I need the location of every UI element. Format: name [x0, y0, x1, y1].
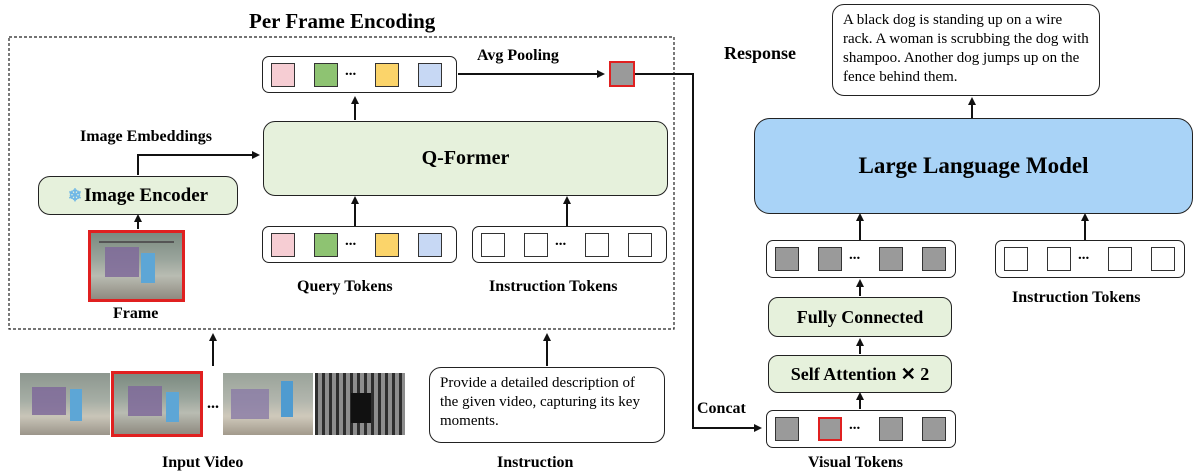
token-blue: [418, 233, 442, 257]
arrow-concat: [635, 73, 762, 432]
video-frame-1: [20, 373, 110, 435]
token-highlighted: [818, 417, 842, 441]
video-frame-2-selected: [111, 371, 203, 437]
avg-pooling-label: Avg Pooling: [477, 47, 559, 64]
response-label: Response: [724, 43, 797, 63]
image-encoder-label: Image Encoder: [84, 184, 209, 206]
token-gray: [775, 247, 799, 271]
token-empty: [1004, 247, 1028, 271]
frame-label: Frame: [113, 305, 159, 322]
large-language-model-module: Large Language Model: [754, 118, 1193, 214]
query-tokens-strip: ...: [262, 226, 457, 263]
ellipsis: ...: [1078, 247, 1090, 263]
response-text-box: A black dog is standing up on a wire rac…: [832, 4, 1100, 96]
token-yellow: [375, 63, 399, 87]
llm-label: Large Language Model: [858, 153, 1089, 178]
token-empty: [524, 233, 548, 257]
token-gray: [818, 247, 842, 271]
instruction-tokens-strip-left: ...: [472, 226, 667, 263]
ellipsis: ...: [849, 247, 861, 263]
image-embeddings-label: Image Embeddings: [80, 128, 213, 145]
token-blue: [418, 63, 442, 87]
instruction-text-box: Provide a detailed description of the gi…: [429, 367, 665, 443]
instruction-tokens-strip-right: ...: [995, 240, 1185, 278]
token-green: [314, 233, 338, 257]
token-gray: [879, 247, 903, 271]
token-empty: [1108, 247, 1132, 271]
ellipsis: ...: [345, 233, 357, 249]
ellipsis: ...: [345, 63, 357, 79]
video-frame-4: [315, 373, 405, 435]
ellipsis: ...: [849, 417, 861, 433]
instruction-tokens-label-right: Instruction Tokens: [1012, 289, 1141, 306]
token-yellow: [375, 233, 399, 257]
video-frame-3: [223, 373, 313, 435]
video-ellipsis: ...: [207, 395, 219, 412]
token-gray: [879, 417, 903, 441]
token-pink: [271, 233, 295, 257]
self-attention-module: Self Attention ✕ 2: [768, 355, 952, 393]
token-empty: [1151, 247, 1175, 271]
instruction-label: Instruction: [497, 454, 574, 471]
token-pink: [271, 63, 295, 87]
per-frame-region: [8, 36, 675, 330]
image-encoder-module: ❄ Image Encoder: [38, 176, 238, 215]
self-attention-label: Self Attention ✕ 2: [790, 363, 930, 384]
arrow-encoder-to-qformer: [137, 151, 260, 175]
ellipsis: ...: [555, 233, 567, 249]
token-gray: [922, 247, 946, 271]
token-empty: [628, 233, 652, 257]
instruction-tokens-label-left: Instruction Tokens: [489, 278, 618, 295]
llm-visual-input-tokens: ...: [766, 240, 956, 278]
input-video-label: Input Video: [162, 454, 244, 471]
token-empty: [1047, 247, 1071, 271]
visual-tokens-label: Visual Tokens: [808, 454, 904, 471]
avg-pooled-token: [609, 61, 635, 87]
query-tokens-label: Query Tokens: [297, 278, 393, 295]
q-former-module: Q-Former: [263, 121, 668, 196]
q-former-label: Q-Former: [421, 147, 510, 169]
snowflake-icon: ❄: [67, 185, 83, 205]
frame-image: [88, 230, 185, 302]
concat-label: Concat: [697, 400, 746, 417]
token-empty: [585, 233, 609, 257]
fully-connected-label: Fully Connected: [796, 306, 924, 327]
fully-connected-module: Fully Connected: [768, 297, 952, 337]
visual-tokens-strip: ...: [766, 410, 956, 448]
per-frame-encoding-title: Per Frame Encoding: [249, 9, 436, 33]
token-green: [314, 63, 338, 87]
token-gray: [775, 417, 799, 441]
token-gray: [922, 417, 946, 441]
qformer-output-tokens: ...: [262, 56, 457, 93]
token-empty: [481, 233, 505, 257]
